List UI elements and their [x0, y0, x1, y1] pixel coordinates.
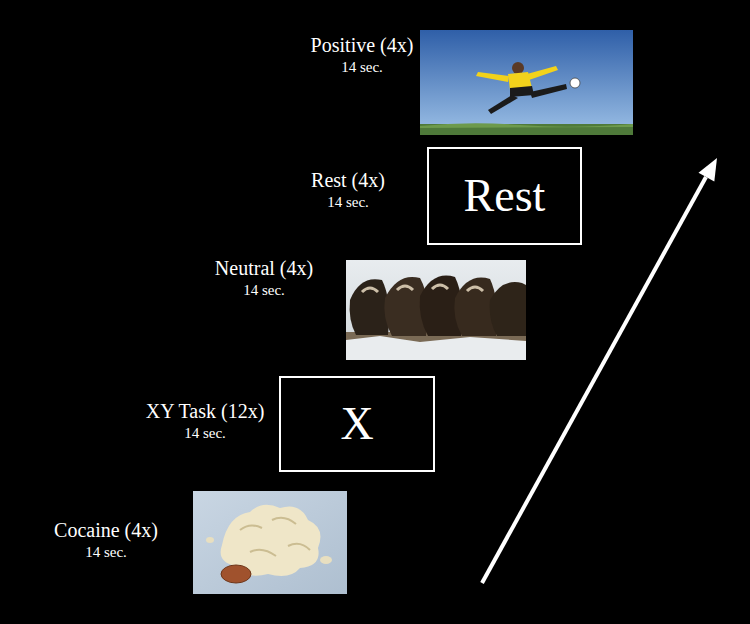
duration-label: 14 sec.: [0, 542, 216, 562]
condition-label: Rest (4x): [238, 168, 458, 192]
positive-photo: [420, 30, 633, 135]
duration-label: 14 sec.: [154, 280, 374, 300]
condition-label: Positive (4x): [252, 33, 472, 57]
label-group: Rest (4x)14 sec.: [238, 168, 458, 212]
condition-label: Cocaine (4x): [0, 518, 216, 542]
cocaine-photo: [193, 491, 347, 594]
condition-label: Neutral (4x): [154, 256, 374, 280]
stimulus-box: Rest: [427, 147, 582, 245]
duration-label: 14 sec.: [252, 57, 472, 77]
duration-label: 14 sec.: [238, 192, 458, 212]
label-group: Positive (4x)14 sec.: [252, 33, 472, 77]
neutral-photo: [346, 260, 526, 360]
box-text: X: [340, 399, 373, 450]
label-group: Neutral (4x)14 sec.: [154, 256, 374, 300]
box-text: Rest: [464, 171, 546, 222]
stimulus-box: X: [279, 376, 435, 472]
label-group: Cocaine (4x)14 sec.: [0, 518, 216, 562]
